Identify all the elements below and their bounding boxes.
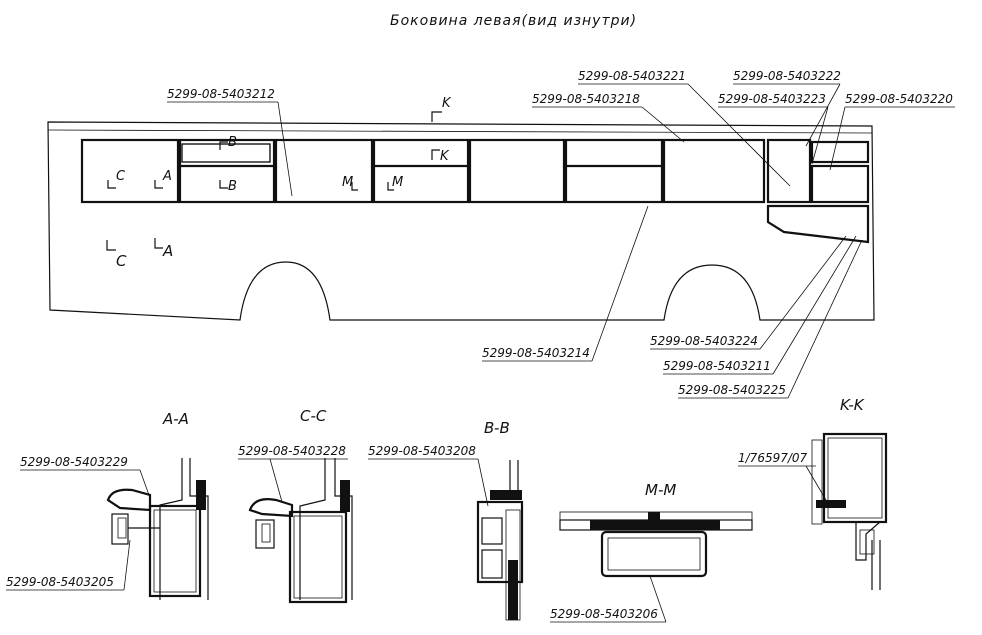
section-kk: 1/76597/07: [738, 432, 888, 590]
window-10: [766, 204, 870, 244]
section-bb-label: B-B: [484, 419, 510, 437]
section-markers: K B B C A K M M C A: [106, 96, 452, 270]
drawing-title: Боковина левая(вид изнутри): [390, 13, 637, 29]
callouts-bottom: 5299-08-5403214 5299-08-5403224 5299-08-…: [482, 205, 863, 399]
window-8: [766, 138, 812, 204]
section-cc: 5299-08-5403228: [238, 444, 353, 604]
svg-text:5299-08-5403212: 5299-08-5403212: [167, 87, 275, 101]
svg-text:5299-08-5403206: 5299-08-5403206: [550, 607, 658, 621]
window-7: [662, 138, 766, 204]
svg-text:A: A: [162, 169, 172, 184]
svg-text:5299-08-5403221: 5299-08-5403221: [578, 69, 686, 83]
svg-text:5299-08-5403218: 5299-08-5403218: [532, 92, 640, 106]
window-6: [564, 138, 664, 204]
section-cc-label: C-C: [300, 407, 327, 425]
callouts-top: 5299-08-5403212 5299-08-5403221 5299-08-…: [167, 69, 955, 197]
svg-text:5299-08-5403205: 5299-08-5403205: [6, 575, 114, 589]
svg-text:M: M: [342, 175, 353, 190]
section-aa: 5299-08-5403229 5299-08-5403205: [6, 455, 209, 600]
bus-side-panel: [47, 121, 875, 321]
window-1: [80, 138, 180, 204]
svg-text:B: B: [228, 135, 237, 150]
svg-text:5299-08-5403222: 5299-08-5403222: [733, 69, 841, 83]
section-mm-label: M-M: [645, 481, 676, 499]
section-kk-label: K-K: [840, 396, 865, 414]
svg-text:5299-08-5403228: 5299-08-5403228: [238, 444, 346, 458]
window-9-bottom: [810, 164, 870, 204]
svg-text:M: M: [392, 175, 403, 190]
svg-text:5299-08-5403224: 5299-08-5403224: [650, 334, 758, 348]
svg-text:B: B: [228, 179, 237, 194]
window-2: [178, 138, 276, 204]
svg-text:A: A: [162, 242, 173, 260]
svg-text:5299-08-5403223: 5299-08-5403223: [718, 92, 826, 106]
window-4: [372, 138, 470, 204]
svg-text:5299-08-5403229: 5299-08-5403229: [20, 455, 128, 469]
svg-text:5299-08-5403211: 5299-08-5403211: [663, 359, 771, 373]
svg-text:5299-08-5403225: 5299-08-5403225: [678, 383, 786, 397]
svg-text:C: C: [116, 252, 127, 270]
svg-text:K: K: [442, 96, 452, 111]
section-aa-label: A-A: [162, 410, 189, 428]
svg-text:1/76597/07: 1/76597/07: [738, 451, 808, 465]
svg-text:5299-08-5403214: 5299-08-5403214: [482, 346, 590, 360]
svg-text:K: K: [440, 149, 450, 164]
window-9-top: [810, 140, 870, 164]
svg-text:5299-08-5403220: 5299-08-5403220: [845, 92, 953, 106]
section-mm: 5299-08-5403206: [550, 511, 753, 623]
svg-text:C: C: [116, 169, 126, 184]
svg-text:5299-08-5403208: 5299-08-5403208: [368, 444, 476, 458]
section-bb: 5299-08-5403208: [368, 444, 524, 621]
window-row: [80, 138, 870, 244]
window-3: [274, 138, 374, 204]
window-5: [468, 138, 566, 204]
